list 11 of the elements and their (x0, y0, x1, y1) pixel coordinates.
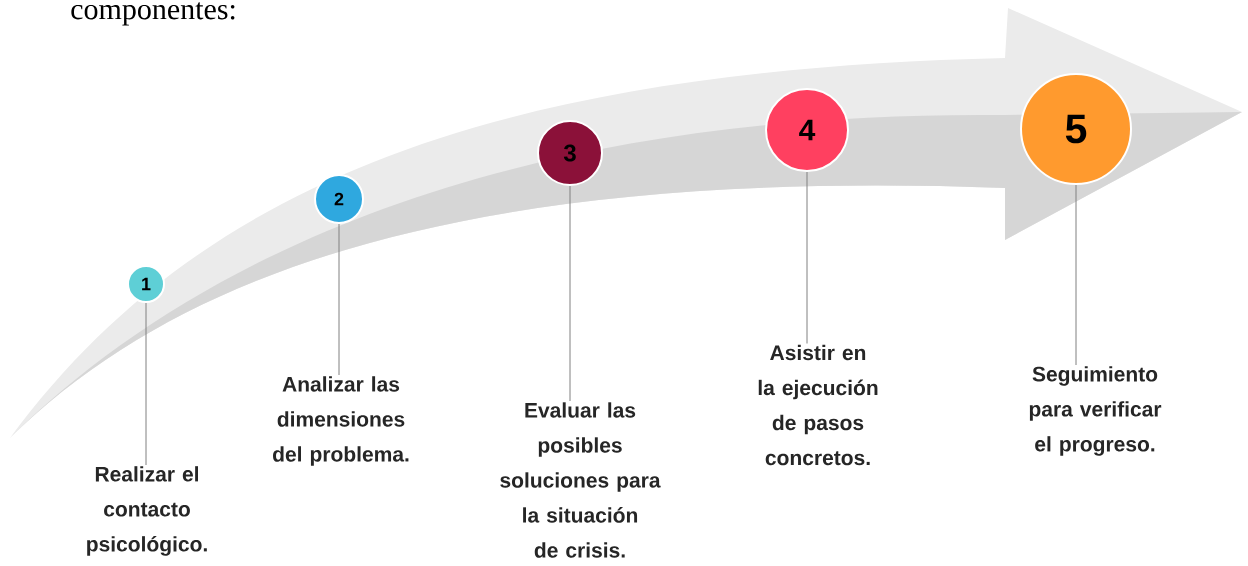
leader-line (1075, 184, 1077, 366)
intro-text: componentes: (71, 2, 235, 26)
step-text: Seguimiento para verificar el progreso. (1029, 366, 1162, 456)
step-text: Realizar el contacto psicológico. (87, 466, 207, 556)
step-text: Evaluar las posibles soluciones para la situación de crisis. (500, 402, 661, 558)
leader-line (806, 171, 808, 345)
step-text: Asistir en la ejecución de pasos concretos. (758, 344, 878, 466)
leader-line (569, 185, 571, 402)
step-text: Analizar las dimensiones del problema. (273, 376, 409, 466)
leader-line (338, 223, 340, 376)
leader-line (145, 302, 147, 466)
